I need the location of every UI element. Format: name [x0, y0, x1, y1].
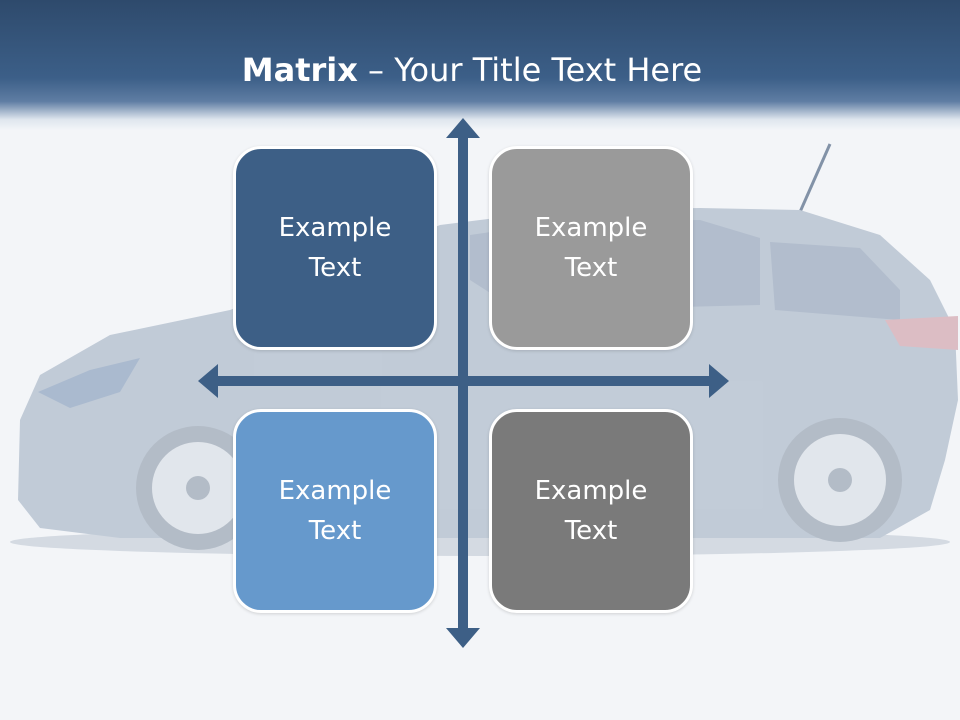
left-arrowhead — [198, 364, 218, 398]
quadrant-bottom-left-text: Example Text — [278, 476, 392, 546]
right-arrowhead — [709, 364, 729, 398]
quadrant-bottom-right-text: Example Text — [534, 476, 648, 546]
quadrant-top-left-text: Example Text — [278, 213, 392, 283]
quadrant-top-right-text: Example Text — [534, 213, 648, 283]
title-bold: Matrix — [241, 51, 358, 89]
quadrant-bottom-right[interactable]: Example Text — [489, 409, 693, 613]
title-rest: – Your Title Text Here — [357, 51, 703, 89]
slide-title: Matrix – Your Title Text Here — [0, 50, 944, 90]
bottom-arrowhead — [446, 628, 480, 648]
quadrant-bottom-left[interactable]: Example Text — [233, 409, 437, 613]
top-arrowhead — [446, 118, 480, 138]
title-banner — [0, 0, 960, 130]
quadrant-top-left[interactable]: Example Text — [233, 146, 437, 350]
quadrant-top-right[interactable]: Example Text — [489, 146, 693, 350]
